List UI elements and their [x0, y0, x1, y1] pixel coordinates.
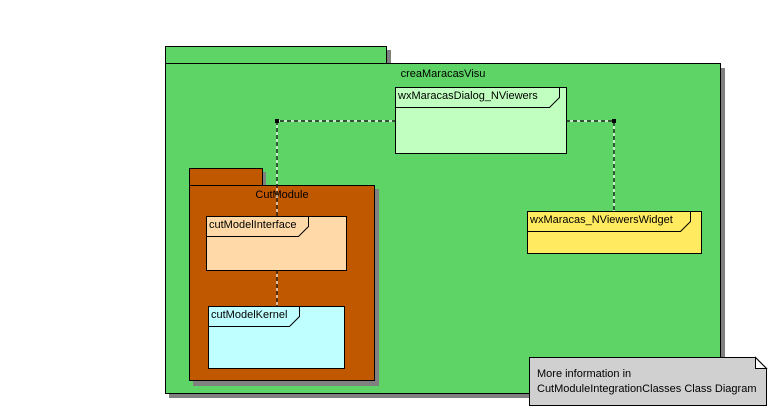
inner-package-tab-shadow [262, 172, 266, 185]
class-name: cutModelInterface [209, 219, 297, 231]
note-box[interactable]: More information in CutModuleIntegration… [529, 356, 768, 406]
class-name: cutModelKernel [211, 309, 288, 321]
class-cutModelInterface[interactable]: cutModelInterface [206, 216, 347, 271]
note-line-2: CutModuleIntegrationClasses Class Diagra… [537, 383, 757, 395]
note-line-1: More information in [537, 368, 632, 380]
dependency-bend-point [612, 119, 616, 123]
note-text: More information in CutModuleIntegration… [537, 367, 756, 397]
class-name-tab-outline [207, 217, 309, 237]
class-wxMaracasDialog_NViewers[interactable]: wxMaracasDialog_NViewers [395, 87, 567, 154]
class-name-tab-outline [209, 307, 300, 327]
outer-package-tab-shadow [387, 50, 391, 63]
dependency-dialog-to-cutmodule [275, 119, 396, 216]
dependency-bend-point [275, 119, 279, 123]
class-name-tab-outline [396, 88, 560, 108]
dependency-dialog-to-widget [566, 119, 616, 211]
class-name-tab-outline [528, 212, 691, 232]
class-name: wxMaracas_NViewersWidget [530, 214, 673, 226]
outer-package-label: creaMaracasVisu [400, 68, 486, 80]
note-folded-corner-icon [755, 356, 768, 369]
inner-package-label: CutModule [255, 189, 309, 201]
class-name: wxMaracasDialog_NViewers [398, 90, 538, 102]
class-wxMaracas_NViewersWidget[interactable]: wxMaracas_NViewersWidget [527, 211, 702, 254]
class-cutModelKernel[interactable]: cutModelKernel [208, 306, 345, 369]
note-shape [529, 356, 768, 406]
